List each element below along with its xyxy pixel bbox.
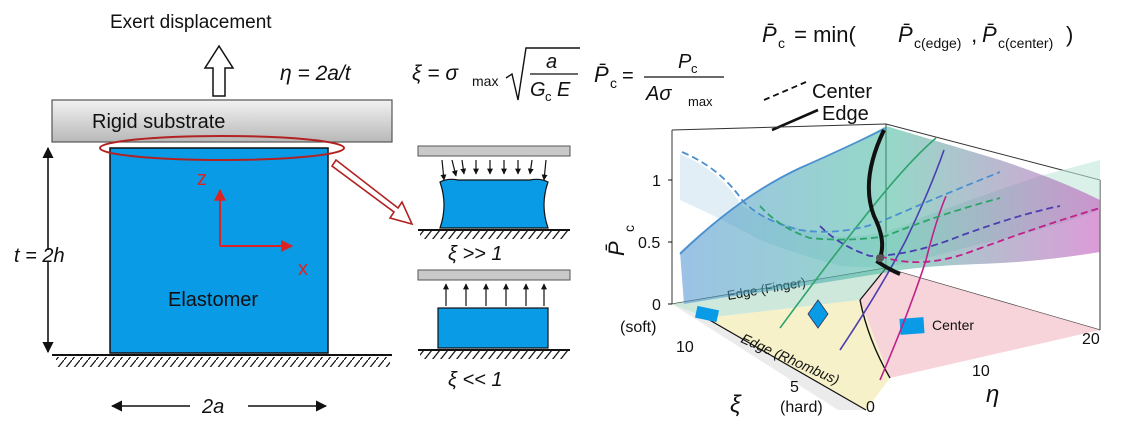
edge-curve-blue [679,127,887,255]
z-tick-1: 0.5 [638,235,660,252]
elastomer-block [109,147,329,354]
min-center: P̄ [982,22,997,47]
eta-tick-20: 20 [1082,331,1100,348]
transition-curve [866,129,901,276]
formula-row: η = 2a/t ξ = σ max a G c E P̄ c = P c Aσ… [280,47,724,109]
xi-tick-10: 10 [676,339,694,356]
min-edge-sub: c(edge) [914,35,961,51]
finger-shape-icon [694,305,720,323]
z-tick-2: 1 [652,173,661,190]
xi-tick-0: 0 [866,399,875,416]
min-edge: P̄ [898,22,913,47]
legend-center-label: Center [812,81,872,103]
axis-x-label: x [298,258,308,280]
edge-surface [680,126,1100,304]
pc-num-sub: c [691,61,698,76]
top-plate-large [417,145,571,157]
left-panel: Exert displacement Rigid substrate z x E… [14,12,414,418]
eta-tick-10: 10 [972,363,990,380]
right-panel: P̄ c = min( P̄ c(edge) , P̄ c(center) ) … [604,22,1101,418]
center-curve-blue [681,151,1001,233]
regime-large-label: ξ >> 1 [448,243,503,265]
stress-arrows-large [440,159,548,181]
z-axis-sub: c [621,225,637,232]
axis-z-label: z [197,168,207,190]
edge-curve-magenta [879,195,947,381]
zoom-arrow-icon [330,158,414,226]
exert-label: Exert displacement [110,12,272,33]
middle-panel: ξ >> 1 ξ << 1 [417,145,571,391]
pc-den: Aσ [645,83,672,105]
eta-formula: η = 2a/t [280,62,352,85]
min-lhs: P̄ [762,22,777,47]
elastomer-label: Elastomer [168,289,258,311]
xi-hard-label: (hard) [780,399,823,416]
interface-highlight [99,135,345,161]
xi-soft-label: (soft) [620,319,656,336]
region-rhombus [706,300,890,410]
boundary-rhombus [705,317,867,411]
center-curve-magenta [879,207,1101,263]
pc-den-sub: max [688,94,713,109]
min-sep: , [965,22,983,47]
region-center [860,268,1100,378]
xi-den-g: G [530,79,546,101]
width-label: 2a [201,396,224,418]
center-shape-icon [899,317,925,335]
pc-equals: = [622,65,634,87]
z-axis-label: P̄ [604,241,629,256]
min-lhs-sub: c [778,35,785,51]
xi-den-e: E [557,79,571,101]
min-close: ) [1066,22,1073,47]
center-curve-indigo [819,205,1061,257]
rhombus-shape-icon [807,299,829,329]
exert-arrow-icon [203,44,235,97]
min-mid: = min( [788,22,857,47]
xi-den-c: c [545,89,552,104]
xi-formula-lhs: ξ = σ [412,62,459,85]
edge-curve-green [779,137,937,329]
ground-hatch-small [420,351,568,359]
ground-hatch-large [420,231,568,239]
legend-center-swatch [763,81,807,101]
boundary-finger [859,267,887,301]
elastomer-small-xi [437,307,549,349]
pc-num: P [678,51,692,73]
regime-small-label: ξ << 1 [448,369,503,391]
substrate-label: Rigid substrate [92,111,225,133]
z-ticks [668,179,672,305]
transition-point [876,254,884,262]
region-center-label: Center [932,317,974,333]
edge-curve-indigo [839,149,945,351]
xi-num: a [546,51,557,73]
ground-hatch [56,357,390,367]
boundary-center [859,299,891,379]
region-front-strip [672,304,866,410]
xi-formula-sub: max [472,73,498,89]
legend-edge-label: Edge [822,103,869,125]
pc-lhs-sub: c [610,75,617,91]
min-center-sub: c(center) [998,35,1053,51]
stress-arrows-small [443,283,547,306]
center-curve-green [759,197,1001,241]
elastomer-large-xi [439,178,549,229]
xi-tick-5: 5 [790,379,799,396]
z-tick-0: 0 [652,297,661,314]
sqrt-sign [505,47,580,101]
top-plate-small [417,269,571,281]
eta-axis-label: η [986,381,999,408]
thickness-label: t = 2h [14,245,65,267]
pc-lhs: P̄ [594,62,609,87]
xi-axis-label: ξ [730,391,742,418]
